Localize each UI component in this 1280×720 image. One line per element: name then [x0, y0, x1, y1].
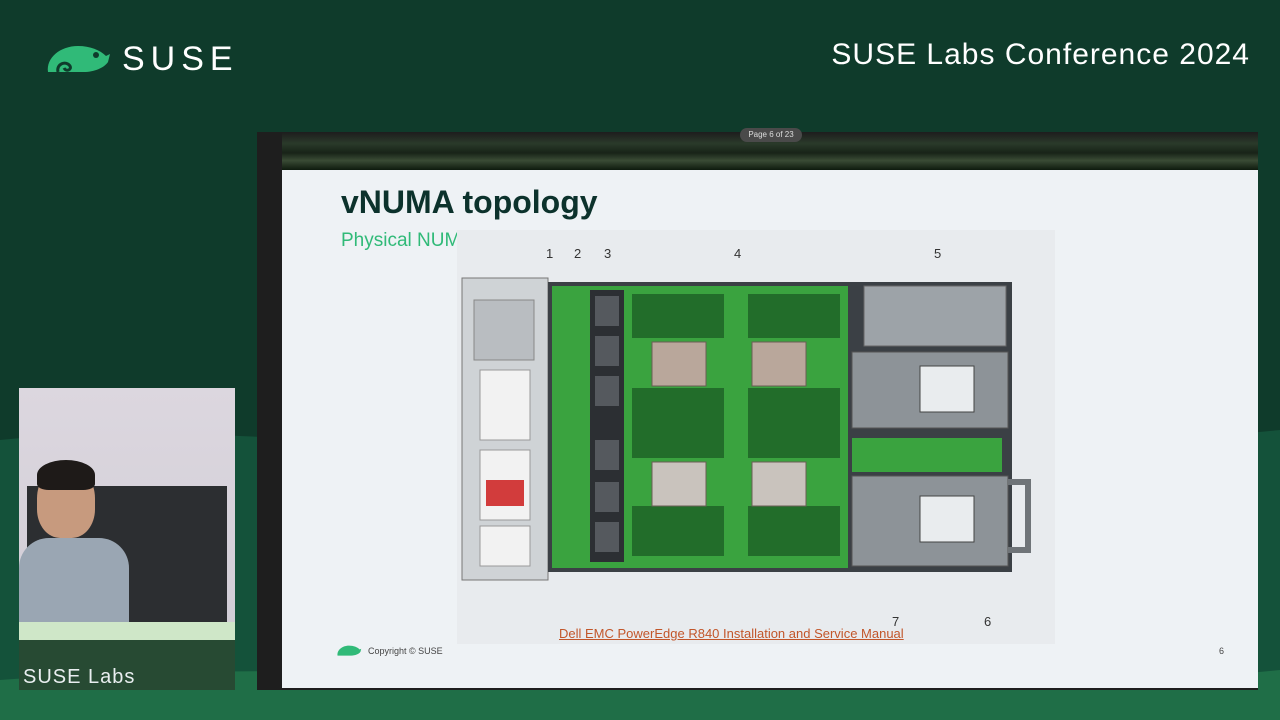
- callout-6: 6: [984, 614, 992, 629]
- page-indicator: Page 6 of 23: [740, 128, 802, 142]
- slide-number: 6: [1218, 646, 1224, 656]
- slide-footer: Copyright © SUSE: [336, 644, 443, 658]
- brand-name: SUSE: [122, 40, 239, 78]
- speaker-hair: [37, 460, 95, 490]
- callout-3: 3: [604, 246, 612, 261]
- conference-title: SUSE Labs Conference 2024: [831, 38, 1250, 71]
- podium-label: SUSE Labs: [23, 666, 136, 688]
- callout-2: 2: [574, 246, 582, 261]
- copyright-text: Copyright © SUSE: [368, 646, 443, 656]
- chameleon-icon: [337, 645, 362, 656]
- speaker-camera: SUSE Labs: [19, 388, 235, 690]
- callout-4: 4: [734, 246, 742, 261]
- slide: vNUMA topology Physical NUMA on bare-met…: [282, 170, 1258, 688]
- manual-link[interactable]: Dell EMC PowerEdge R840 Installation and…: [559, 626, 904, 641]
- callout-7: 7: [892, 614, 900, 629]
- callout-1: 1: [546, 246, 554, 261]
- server-motherboard-illustration: [461, 277, 1031, 581]
- slide-title: vNUMA topology: [341, 184, 598, 220]
- callout-5: 5: [934, 246, 942, 261]
- chameleon-icon: [47, 45, 110, 72]
- podium-top: [19, 622, 235, 640]
- podium: [19, 640, 235, 690]
- suse-logo: SUSE: [44, 40, 239, 79]
